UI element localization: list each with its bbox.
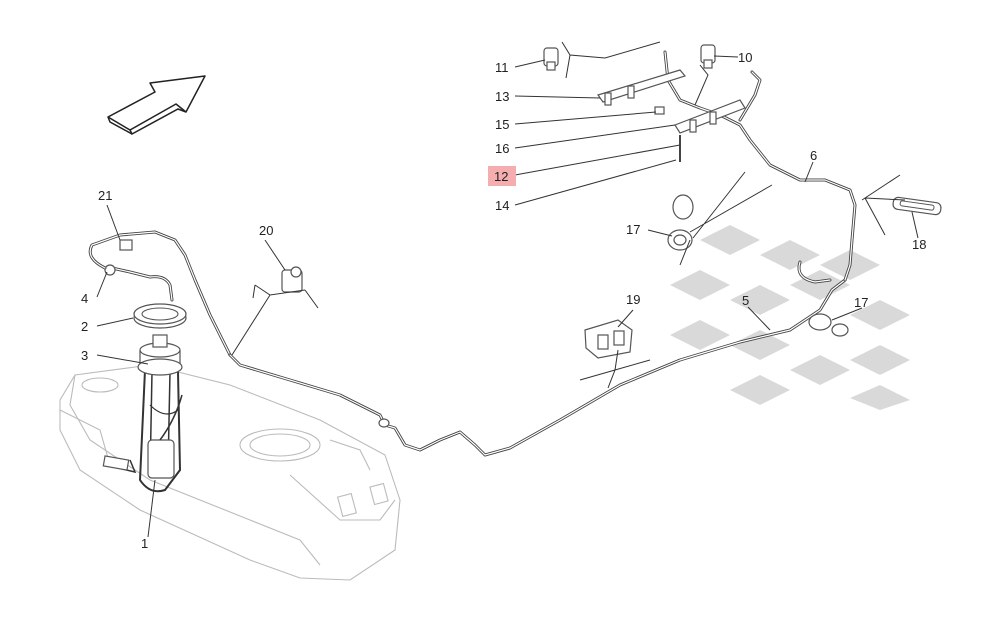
callout-6[interactable]: 6 xyxy=(810,148,817,163)
callout-10[interactable]: 10 xyxy=(738,50,752,65)
callout-17-lower[interactable]: 17 xyxy=(854,295,868,310)
callout-19[interactable]: 19 xyxy=(626,292,640,307)
callout-21[interactable]: 21 xyxy=(98,188,112,203)
fuel-line-5 xyxy=(228,278,847,457)
fuel-tank-ghost xyxy=(59,364,401,581)
callout-12-highlight xyxy=(488,166,516,186)
callout-labels: 1 2 3 4 5 6 10 11 12 13 14 15 16 17 17 1… xyxy=(81,50,926,551)
leader-lines xyxy=(96,41,919,538)
callout-3[interactable]: 3 xyxy=(81,348,88,363)
harness-21 xyxy=(88,230,232,357)
callout-13[interactable]: 13 xyxy=(495,89,509,104)
callout-2[interactable]: 2 xyxy=(81,319,88,334)
part-17-upper xyxy=(667,194,694,251)
fuel-line-6 xyxy=(663,50,857,284)
part-10-clip xyxy=(700,44,716,69)
part-17-lower xyxy=(808,313,849,337)
part-19-bracket xyxy=(584,319,633,359)
checker-watermark xyxy=(670,225,910,410)
pump-flange xyxy=(137,334,183,376)
callout-1[interactable]: 1 xyxy=(141,536,148,551)
part-11-clip xyxy=(543,47,559,71)
callout-20[interactable]: 20 xyxy=(259,223,273,238)
part-18-clip xyxy=(892,196,942,216)
callout-14[interactable]: 14 xyxy=(495,198,509,213)
callout-11[interactable]: 11 xyxy=(495,60,509,75)
fuel-pump-module xyxy=(102,369,183,493)
callout-4[interactable]: 4 xyxy=(81,291,88,306)
direction-arrow-icon xyxy=(107,75,206,136)
lock-ring xyxy=(133,303,187,329)
callout-17-upper[interactable]: 17 xyxy=(626,222,640,237)
callout-16[interactable]: 16 xyxy=(495,141,509,156)
callout-18[interactable]: 18 xyxy=(912,237,926,252)
callout-12[interactable]: 12 xyxy=(494,169,508,184)
callout-15[interactable]: 15 xyxy=(495,117,509,132)
callout-5[interactable]: 5 xyxy=(742,293,749,308)
part-20-connector xyxy=(281,266,303,293)
fuel-rail xyxy=(597,69,746,162)
